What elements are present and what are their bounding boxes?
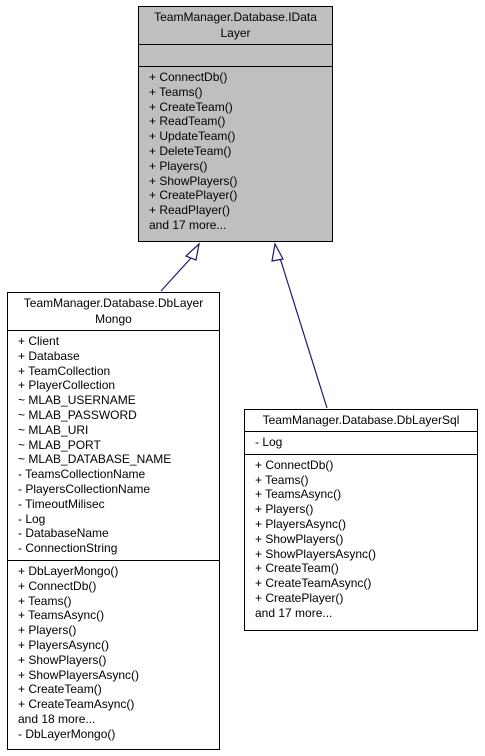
edge-mongo-arrowhead xyxy=(184,242,200,261)
attribute-item: ~ MLAB_USERNAME xyxy=(18,393,136,408)
method-item: - DbLayerMongo() xyxy=(18,726,116,741)
method-item: + ConnectDb() xyxy=(149,70,228,84)
attribute-item: ~ MLAB_DATABASE_NAME xyxy=(18,452,172,467)
sql-title-line1: TeamManager.Database.DbLayerSql xyxy=(262,413,460,427)
edge-mongo-to-interface xyxy=(160,257,192,292)
interface-methods: + ConnectDb() + Teams() + CreateTeam() +… xyxy=(139,67,332,237)
interface-box-idatalayer[interactable]: TeamManager.Database.IData Layer + Conne… xyxy=(138,6,333,242)
attribute-item: ~ MLAB_PORT xyxy=(18,437,101,452)
attribute-item: - PlayersCollectionName xyxy=(18,481,151,496)
sql-attributes: - Log xyxy=(245,432,477,455)
attribute-item: - ConnectionString xyxy=(18,541,118,556)
method-item: + ShowPlayers() xyxy=(149,173,238,188)
interface-title: TeamManager.Database.IData Layer xyxy=(139,7,332,45)
more-methods-link[interactable]: and 17 more... xyxy=(255,605,333,620)
interface-title-line2: Layer xyxy=(220,26,251,40)
attribute-item: + TeamCollection xyxy=(18,363,111,378)
attribute-item: ~ MLAB_URI xyxy=(18,422,89,437)
method-item: + CreateTeamAsync() xyxy=(255,576,372,591)
method-item: + DeleteTeam() xyxy=(149,143,232,158)
sql-title: TeamManager.Database.DbLayerSql xyxy=(245,410,477,432)
method-item: + Teams() xyxy=(255,472,309,487)
method-item: + Teams() xyxy=(18,593,72,608)
method-item: + Teams() xyxy=(149,84,203,99)
edge-sql-to-interface xyxy=(279,257,328,409)
mongo-title-line1: TeamManager.Database.DbLayer xyxy=(23,296,204,310)
mongo-attributes: + Client + Database + TeamCollection + P… xyxy=(8,331,219,561)
attribute-item: + Database xyxy=(18,348,80,363)
method-item: + DbLayerMongo() xyxy=(18,563,119,578)
mongo-title: TeamManager.Database.DbLayer Mongo xyxy=(8,293,219,331)
method-item: + ShowPlayers() xyxy=(255,531,344,546)
attribute-item: - DatabaseName xyxy=(18,526,109,541)
method-item: + CreatePlayer() xyxy=(149,188,238,203)
class-box-dblayermongo[interactable]: TeamManager.Database.DbLayer Mongo + Cli… xyxy=(7,292,220,750)
method-item: + CreateTeamAsync() xyxy=(18,697,135,712)
method-item: + CreatePlayer() xyxy=(255,590,344,605)
more-methods-link[interactable]: and 17 more... xyxy=(149,217,227,232)
mongo-methods: + DbLayerMongo() + ConnectDb() + Teams()… xyxy=(8,561,219,746)
attribute-item: - TimeoutMilisec xyxy=(18,496,105,511)
attribute-item: - Log xyxy=(18,511,46,526)
method-item: + ShowPlayers() xyxy=(18,652,107,667)
class-box-dblayersql[interactable]: TeamManager.Database.DbLayerSql - Log + … xyxy=(244,409,478,631)
method-item: + ShowPlayersAsync() xyxy=(18,667,140,682)
attribute-item: ~ MLAB_PASSWORD xyxy=(18,407,137,422)
sql-methods: + ConnectDb() + Teams() + TeamsAsync() +… xyxy=(245,455,477,625)
mongo-title-line2: Mongo xyxy=(95,312,132,326)
method-item: + TeamsAsync() xyxy=(255,487,342,502)
method-item: + UpdateTeam() xyxy=(149,129,236,144)
method-item: + CreateTeam() xyxy=(149,99,233,114)
interface-attributes xyxy=(139,45,332,67)
method-item: + CreateTeam() xyxy=(18,682,102,697)
method-item: + ReadPlayer() xyxy=(149,203,231,218)
more-methods-link[interactable]: and 18 more... xyxy=(18,711,96,726)
method-item: + ConnectDb() xyxy=(18,578,97,593)
method-item: + TeamsAsync() xyxy=(18,608,105,623)
method-item: + Players() xyxy=(255,502,314,517)
method-item: + PlayersAsync() xyxy=(18,637,110,652)
attribute-item: - Log xyxy=(255,435,283,449)
method-item: + CreateTeam() xyxy=(255,561,339,576)
method-item: + PlayersAsync() xyxy=(255,516,347,531)
method-item: + ReadTeam() xyxy=(149,114,226,129)
attribute-item: - TeamsCollectionName xyxy=(18,467,146,482)
method-item: + ConnectDb() xyxy=(255,457,334,472)
method-item: + Players() xyxy=(149,158,208,173)
method-item: + ShowPlayersAsync() xyxy=(255,546,377,561)
attribute-item: + Client xyxy=(18,334,60,348)
interface-title-line1: TeamManager.Database.IData xyxy=(154,10,317,24)
attribute-item: + PlayerCollection xyxy=(18,378,116,393)
edge-sql-arrowhead xyxy=(271,242,284,262)
method-item: + Players() xyxy=(18,623,77,638)
